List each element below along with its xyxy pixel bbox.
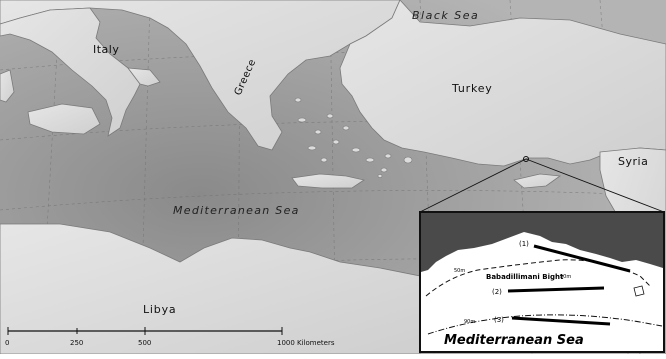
land-italy — [0, 7, 141, 137]
depth-label-3: 90m — [464, 319, 475, 325]
scale-bar: 0 250 500 1000 Kilometers — [5, 327, 335, 347]
transect-1 — [533, 244, 631, 273]
depth-label-1: 50m — [454, 268, 465, 274]
aegean-islands — [294, 97, 413, 178]
scale-tick-1000: 1000 Kilometers — [277, 339, 335, 347]
label-syria: Syria — [618, 155, 648, 168]
inset-contour-50m — [425, 259, 651, 297]
label-med-sea: Mediterranean Sea — [173, 204, 300, 217]
land-italy-heel — [127, 67, 161, 87]
land-sardinia — [0, 69, 15, 103]
inset-land — [421, 213, 663, 272]
label-italy: Italy — [93, 43, 119, 56]
land-sicily — [27, 103, 101, 135]
scale-tick-0: 0 — [5, 339, 9, 347]
label-libya: Libya — [143, 303, 176, 316]
inset-contour-90m — [427, 314, 663, 335]
label-turkey: Turkey — [451, 82, 493, 95]
inset-title: Mediterranean Sea — [444, 333, 584, 348]
inset-map: (1) (2) (3) 50m 50m 90m Babadillimani Bi… — [419, 211, 665, 353]
transect-2 — [507, 286, 605, 293]
transect-label-3: (3) — [494, 316, 504, 324]
land-balkans — [0, 0, 401, 151]
transect-label-2: (2) — [492, 288, 502, 296]
scale-tick-500: 500 — [138, 339, 151, 347]
land-cyprus — [513, 173, 562, 189]
land-crete — [291, 173, 366, 189]
inset-bight-label: Babadillimani Bight — [486, 273, 564, 281]
depth-label-2: 50m — [560, 274, 571, 280]
label-black-sea: Black Sea — [412, 9, 479, 22]
scale-tick-250: 250 — [70, 339, 83, 347]
inset-leader-lines — [419, 156, 665, 213]
transect-label-1: (1) — [519, 240, 529, 248]
transect-3 — [511, 316, 611, 326]
land-turkey — [339, 0, 666, 167]
